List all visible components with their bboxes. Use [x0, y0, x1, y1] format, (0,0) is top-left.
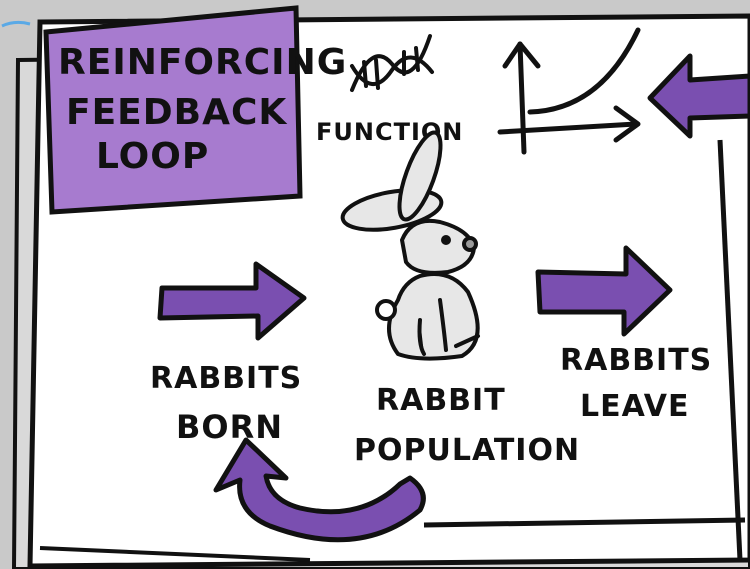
rabbits-born-line-1: RABBITS	[150, 361, 302, 396]
rabbit-icon	[340, 130, 480, 361]
inflow-arrow	[157, 261, 307, 341]
rabbit-population-line-2: POPULATION	[354, 433, 580, 468]
title-line-1: REINFORCING	[58, 42, 347, 83]
dna-icon	[350, 34, 434, 92]
outflow-arrow	[535, 245, 673, 337]
blue-mark	[1, 20, 31, 28]
title-line-3: LOOP	[96, 136, 209, 177]
rabbit-population-line-1: RABBIT	[376, 383, 506, 418]
rabbits-born-line-2: BORN	[176, 408, 283, 446]
exponential-graph-icon	[497, 27, 641, 155]
title-line-2: FEEDBACK	[66, 92, 287, 133]
feedback-arrow	[213, 437, 426, 543]
incoming-arrow	[647, 53, 750, 139]
rabbits-leave-line-2: LEAVE	[580, 389, 690, 424]
rabbits-leave-line-1: RABBITS	[560, 343, 712, 378]
title-box: REINFORCING FEEDBACK LOOP	[43, 5, 347, 215]
